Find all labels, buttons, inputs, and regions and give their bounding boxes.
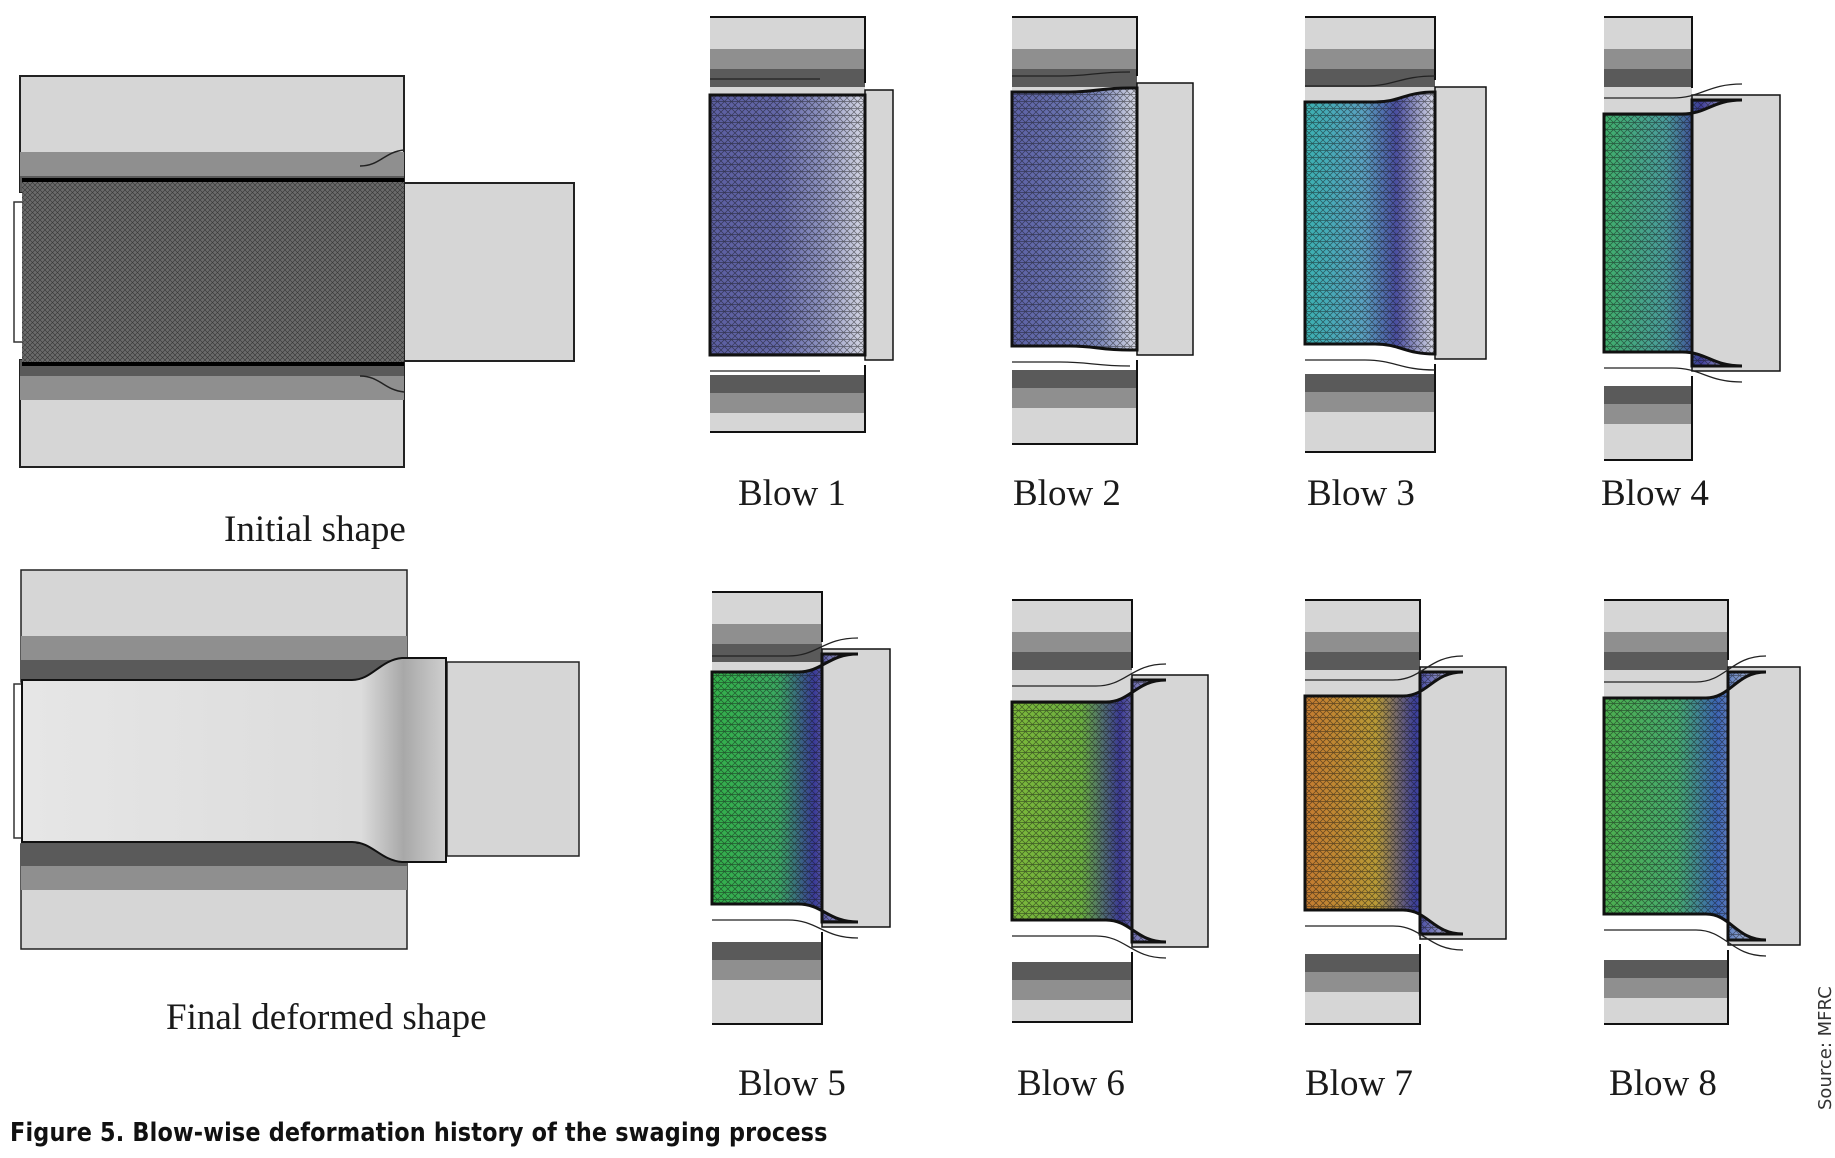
blow-panel-8 (1602, 599, 1801, 1025)
blow-panel-5 (710, 591, 891, 1025)
blow-panel-1 (708, 16, 894, 433)
blow-label-5: Blow 5 (738, 1063, 846, 1104)
blow-panel-2 (1010, 16, 1194, 445)
blow-label-1: Blow 1 (738, 473, 846, 514)
initial-shape-diagram (13, 75, 575, 468)
blow-panel-4 (1602, 16, 1781, 461)
blow-panel-6 (1010, 599, 1209, 1023)
figure-caption: Figure 5. Blow-wise deformation history … (10, 1118, 828, 1148)
blow-panel-3 (1303, 16, 1487, 453)
final-shape-diagram (13, 569, 580, 950)
blow-label-2: Blow 2 (1013, 473, 1121, 514)
blow-panel-7 (1303, 599, 1507, 1025)
blow-label-3: Blow 3 (1307, 473, 1415, 514)
initial-shape-label: Initial shape (224, 509, 406, 550)
blow-label-4: Blow 4 (1601, 473, 1709, 514)
blow-label-7: Blow 7 (1305, 1063, 1413, 1104)
blow-label-8: Blow 8 (1609, 1063, 1717, 1104)
source-credit: Source: MFRC (1815, 986, 1835, 1110)
blow-label-6: Blow 6 (1017, 1063, 1125, 1104)
final-shape-label: Final deformed shape (166, 997, 487, 1038)
